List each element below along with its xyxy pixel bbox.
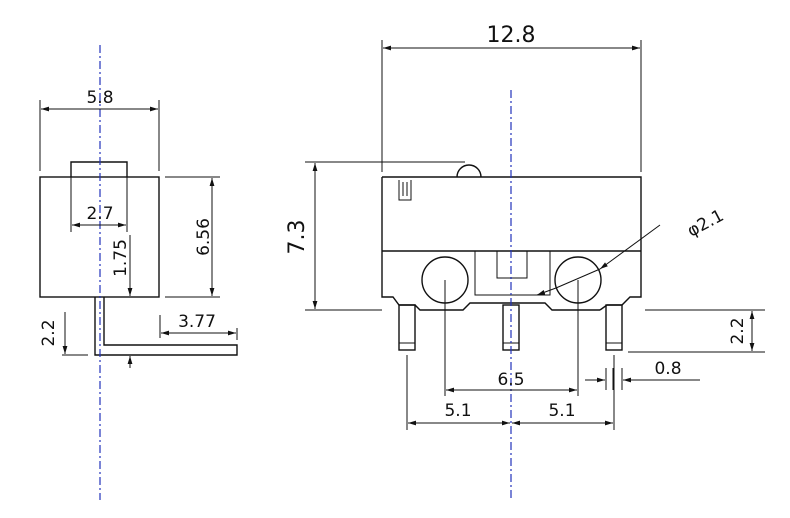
dim-length: 12.8 <box>487 23 536 48</box>
dim-hole-spacing: 6.5 <box>497 370 524 390</box>
dim-hole-diameter: φ2.1 <box>684 206 727 242</box>
pin-right <box>605 304 623 351</box>
front-body-outline <box>382 176 642 311</box>
dim-terminal-offset: 1.75 <box>111 239 131 277</box>
lever-tab <box>398 180 412 201</box>
dim-side-terminal-length: 2.2 <box>39 319 59 346</box>
side-plunger <box>70 161 128 177</box>
dim-height: 7.3 <box>285 220 310 255</box>
dim-side-width: 5.8 <box>86 88 113 108</box>
side-view: 5.8 2.7 6.56 1.75 2.2 3.77 <box>39 45 238 500</box>
dim-pin-width: 0.8 <box>654 359 681 379</box>
dim-side-height: 6.56 <box>194 218 214 256</box>
dim-pin-length: 2.2 <box>728 317 748 344</box>
plunger-button <box>456 164 482 178</box>
dim-pin-spacing-right: 5.1 <box>548 401 575 421</box>
dim-plunger-width: 2.7 <box>86 204 113 224</box>
dim-terminal-bend: 3.77 <box>178 312 216 332</box>
center-recess <box>474 251 551 296</box>
front-view: 12.8 7.3 φ2.1 6.5 5.1 5.1 0.8 2.2 <box>285 23 765 500</box>
pin-left <box>398 304 416 351</box>
dim-pin-spacing-left: 5.1 <box>444 401 471 421</box>
side-terminal <box>94 297 238 356</box>
